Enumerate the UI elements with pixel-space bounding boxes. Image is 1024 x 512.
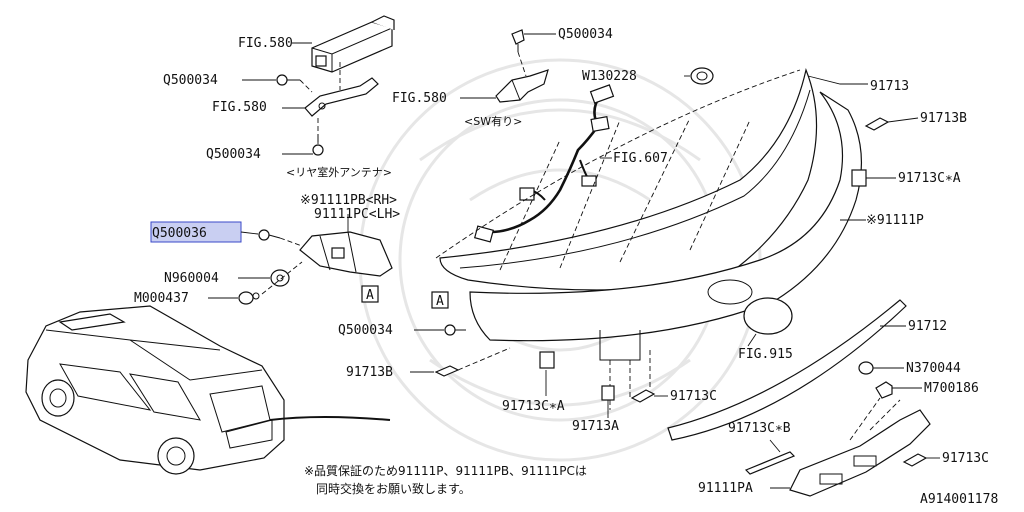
91111pc-label[interactable]: 91111PC<LH>	[314, 207, 400, 222]
q500034-center-label[interactable]: Q500034	[338, 323, 393, 338]
91712-label[interactable]: 91712	[908, 319, 947, 334]
q500036-label[interactable]: Q500036	[152, 226, 207, 241]
rear-gate-upper-trim[interactable]	[435, 67, 818, 291]
91713b-right-label[interactable]: 91713B	[920, 111, 967, 126]
rear-emblem[interactable]	[743, 297, 793, 335]
q500034-label-b[interactable]: Q500034	[206, 147, 261, 162]
ref-box-a-center[interactable]: A	[431, 291, 449, 309]
91111pa-label[interactable]: 91111PA	[698, 481, 753, 496]
clip-91713b-right[interactable]	[864, 117, 890, 131]
rear-antenna-assembly[interactable]	[304, 15, 395, 117]
bolt-q500034-center[interactable]	[444, 324, 466, 336]
footnote-line1: ※品質保証のため91111P、91111PB、91111PCは	[304, 463, 587, 478]
rear-gate-garnish[interactable]	[469, 91, 863, 410]
91713c-right-label[interactable]: 91713C	[942, 451, 989, 466]
n960004-label[interactable]: N960004	[164, 271, 219, 286]
91713-label[interactable]: 91713	[870, 79, 909, 94]
vehicle-illustration	[25, 305, 391, 475]
clip-91713c-right[interactable]	[902, 453, 928, 467]
clip-91713a[interactable]	[601, 385, 615, 401]
clip-n370044[interactable]	[858, 361, 874, 375]
switch-bolt[interactable]	[511, 29, 525, 52]
switch-bracket[interactable]	[495, 69, 549, 103]
91111p-label[interactable]: ※91111P	[866, 213, 924, 228]
clip-91713c-mid[interactable]	[630, 389, 656, 403]
nut-n960004[interactable]	[270, 269, 290, 287]
strip-91713cb[interactable]	[744, 451, 796, 475]
diagram-id: A914001178	[920, 492, 998, 507]
side-bracket-91111pb-pc[interactable]	[299, 231, 393, 277]
91713c-mid-label[interactable]: 91713C	[670, 389, 717, 404]
fig607-label[interactable]: FIG.607	[613, 151, 668, 166]
rear-gate-harness[interactable]	[473, 84, 615, 243]
ref-box-a-center-text: A	[436, 294, 444, 309]
91713ca-right-label[interactable]: 91713C∗A	[898, 171, 961, 186]
ref-box-a-left[interactable]: A	[361, 285, 379, 303]
ref-box-a-left-text: A	[366, 288, 374, 303]
m000437-label[interactable]: M000437	[134, 291, 189, 306]
antenna-note: <リヤ室外アンテナ>	[286, 165, 392, 179]
rear-gate-lower-trim-91712[interactable]	[667, 299, 907, 441]
clip-91713ca-right[interactable]	[851, 169, 867, 187]
grommet[interactable]	[690, 67, 714, 85]
bolt-q500036[interactable]	[258, 229, 281, 241]
91111pb-label[interactable]: ※91111PB<RH>	[300, 193, 397, 208]
nut-m000437[interactable]	[238, 291, 260, 305]
footnote-line2: 同時交換をお願い致します。	[316, 481, 471, 496]
antenna-bolt-upper[interactable]	[276, 74, 300, 86]
q500034-top-label[interactable]: Q500034	[558, 27, 613, 42]
q500034-label-a[interactable]: Q500034	[163, 73, 218, 88]
lower-garnish-91111pa[interactable]	[789, 397, 931, 497]
m700186-label[interactable]: M700186	[924, 381, 979, 396]
91713ca-bottom-label[interactable]: 91713C∗A	[502, 399, 565, 414]
clip-m700186[interactable]	[875, 381, 893, 399]
fig580-center-label[interactable]: FIG.580	[392, 91, 447, 106]
fig915-label[interactable]: FIG.915	[738, 347, 793, 362]
91713b-left-label[interactable]: 91713B	[346, 365, 393, 380]
n370044-label[interactable]: N370044	[906, 361, 961, 376]
sw-note: <SW有り>	[464, 114, 522, 128]
fig580-top-label[interactable]: FIG.580	[238, 36, 293, 51]
91713cb-label[interactable]: 91713C∗B	[728, 421, 791, 436]
clip-91713ca-bottom[interactable]	[539, 351, 555, 369]
fig580-mid-label[interactable]: FIG.580	[212, 100, 267, 115]
w130228-label[interactable]: W130228	[582, 69, 637, 84]
91713a-label[interactable]: 91713A	[572, 419, 619, 434]
